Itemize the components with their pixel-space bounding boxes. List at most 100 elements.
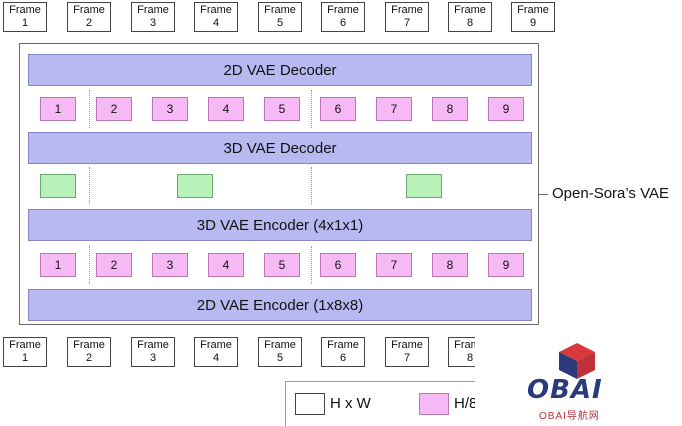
frame-number: 6 bbox=[339, 17, 347, 29]
frame-number: 4 bbox=[212, 352, 220, 364]
encoder-3d-label: 3D VAE Encoder (4x1x1) bbox=[196, 216, 364, 234]
latent-number: 9 bbox=[502, 102, 510, 116]
frame-label: Frame bbox=[200, 4, 232, 16]
frame-number: 5 bbox=[276, 352, 284, 364]
latent-frame-3: 3 bbox=[152, 97, 188, 121]
legend-label-latent: H/8 bbox=[454, 395, 478, 412]
frame-label: Frame bbox=[200, 339, 232, 351]
group-separator bbox=[311, 167, 312, 205]
frame-label: Frame bbox=[264, 339, 296, 351]
frame-label: Frame bbox=[327, 4, 359, 16]
group-separator bbox=[89, 90, 90, 128]
decoder-2d-bar: 2D VAE Decoder bbox=[28, 54, 532, 86]
frame-number: 1 bbox=[21, 352, 29, 364]
latent-frame-7: 7 bbox=[376, 97, 412, 121]
frame-label: Frame bbox=[137, 4, 169, 16]
frame-number: 8 bbox=[466, 17, 474, 29]
compressed-latent-3 bbox=[406, 174, 442, 198]
latent-number: 5 bbox=[278, 102, 286, 116]
latent-number: 5 bbox=[278, 258, 286, 272]
decoder-3d-bar: 3D VAE Decoder bbox=[28, 132, 532, 164]
decoder-2d-label: 2D VAE Decoder bbox=[223, 61, 337, 79]
latent-number: 7 bbox=[390, 258, 398, 272]
latent-number: 7 bbox=[390, 102, 398, 116]
latent-number: 3 bbox=[166, 258, 174, 272]
compressed-latent-1 bbox=[40, 174, 76, 198]
latent-frame-6: 6 bbox=[320, 253, 356, 277]
frame-label: Frame bbox=[517, 4, 549, 16]
frame-number: 3 bbox=[149, 17, 157, 29]
latent-number: 2 bbox=[110, 102, 118, 116]
latent-number: 3 bbox=[166, 102, 174, 116]
compressed-latent-2 bbox=[177, 174, 213, 198]
latent-number: 8 bbox=[446, 102, 454, 116]
frame-label: Frame bbox=[73, 4, 105, 16]
frame-number: 2 bbox=[85, 352, 93, 364]
frame-label: Frame bbox=[454, 4, 486, 16]
watermark-logo: OBAI OBAI导航网 bbox=[475, 335, 682, 426]
latent-number: 6 bbox=[334, 258, 342, 272]
latent-frame-5: 5 bbox=[264, 97, 300, 121]
frame-number: 6 bbox=[339, 352, 347, 364]
latent-frame-9: 9 bbox=[488, 253, 524, 277]
latent-frame-2: 2 bbox=[96, 253, 132, 277]
legend-label-frame: H x W bbox=[330, 395, 371, 412]
frame-number: 5 bbox=[276, 17, 284, 29]
latent-frame-3: 3 bbox=[152, 253, 188, 277]
container-label: Open-Sora’s VAE bbox=[552, 185, 670, 202]
latent-number: 6 bbox=[334, 102, 342, 116]
frame-label: Frame bbox=[327, 339, 359, 351]
latent-frame-8: 8 bbox=[432, 253, 468, 277]
frame-number: 9 bbox=[529, 17, 537, 29]
encoder-2d-label: 2D VAE Encoder (1x8x8) bbox=[196, 296, 364, 314]
latent-number: 1 bbox=[54, 258, 62, 272]
latent-number: 4 bbox=[222, 258, 230, 272]
frame-number: 2 bbox=[85, 17, 93, 29]
decoder-3d-label: 3D VAE Decoder bbox=[223, 139, 337, 157]
logo-wordmark: OBAI bbox=[527, 375, 603, 405]
encoder-2d-bar: 2D VAE Encoder (1x8x8) bbox=[28, 289, 532, 321]
open-sora-vae-container bbox=[19, 43, 539, 325]
latent-frame-4: 4 bbox=[208, 253, 244, 277]
latent-frame-7: 7 bbox=[376, 253, 412, 277]
latent-number: 4 bbox=[222, 102, 230, 116]
latent-frame-1: 1 bbox=[40, 97, 76, 121]
frame-label: Frame bbox=[9, 339, 41, 351]
legend-swatch-frame bbox=[295, 393, 325, 415]
group-separator bbox=[311, 246, 312, 284]
latent-frame-1: 1 bbox=[40, 253, 76, 277]
latent-frame-9: 9 bbox=[488, 97, 524, 121]
frame-label: Frame bbox=[264, 4, 296, 16]
frame-label: Frame bbox=[391, 4, 423, 16]
cube-logo-icon bbox=[559, 343, 595, 379]
latent-number: 8 bbox=[446, 258, 454, 272]
logo-subtitle: OBAI导航网 bbox=[539, 411, 600, 422]
encoder-3d-bar: 3D VAE Encoder (4x1x1) bbox=[28, 209, 532, 241]
group-separator bbox=[89, 167, 90, 205]
frame-number: 4 bbox=[212, 17, 220, 29]
frame-number: 8 bbox=[466, 352, 474, 364]
latent-frame-8: 8 bbox=[432, 97, 468, 121]
container-label-connector bbox=[539, 194, 548, 195]
latent-frame-2: 2 bbox=[96, 97, 132, 121]
frame-number: 3 bbox=[149, 352, 157, 364]
frame-label: Frame bbox=[9, 4, 41, 16]
frame-label: Frame bbox=[73, 339, 105, 351]
frame-label: Frame bbox=[391, 339, 423, 351]
frame-number: 7 bbox=[403, 17, 411, 29]
group-separator bbox=[311, 90, 312, 128]
latent-frame-4: 4 bbox=[208, 97, 244, 121]
